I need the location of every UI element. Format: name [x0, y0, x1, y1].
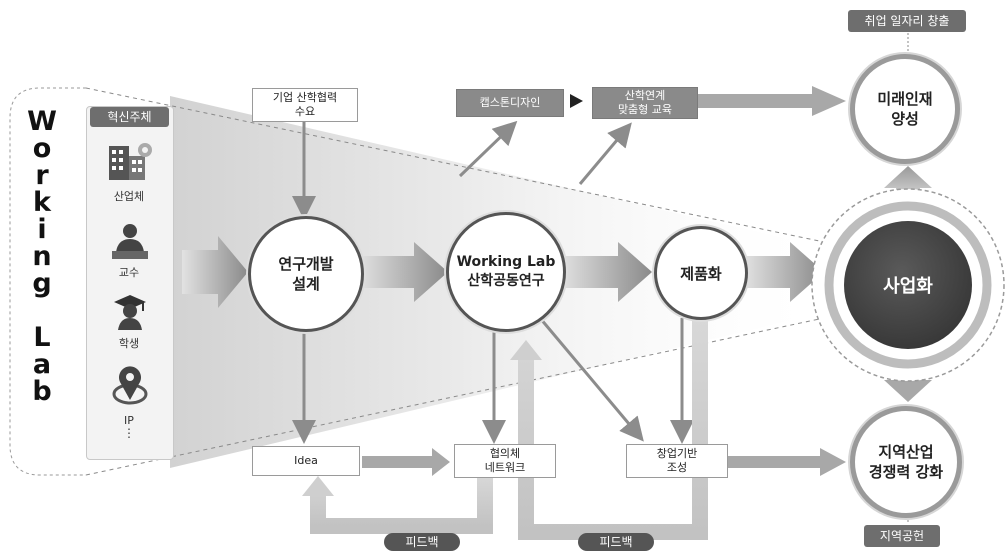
arrow-to-talent — [662, 86, 846, 116]
demand-box: 기업 산학협력 수요 — [252, 88, 358, 122]
commercialization-label-wrap: 사업화 — [844, 245, 972, 325]
cone-edge-top — [85, 87, 825, 243]
regional-circle: 지역산업 경쟁력 강화 — [850, 406, 962, 518]
side-title-letter: g — [32, 268, 52, 299]
graduate-icon — [114, 295, 146, 330]
role-label-industry: 산업체 — [113, 190, 145, 203]
rnd-line2: 설계 — [292, 275, 320, 293]
role-label-ip: IP — [124, 414, 134, 427]
diag-to-capstone — [458, 120, 518, 178]
side-title-letter: b — [32, 376, 52, 407]
productization-circle: 제품화 — [654, 226, 748, 320]
side-title-letter: W — [27, 106, 57, 137]
idea-box: Idea — [252, 446, 360, 476]
building-gear-icon — [109, 143, 152, 180]
rnd-line1: 연구개발 — [278, 255, 334, 273]
education-line1: 산학연계 — [624, 89, 666, 102]
education-line2: 맞춤형 교육 — [617, 103, 673, 116]
demand-line1: 기업 산학협력 — [272, 91, 338, 104]
education-box: 산학연계 맞춤형 교육 — [592, 87, 698, 119]
arrow-product-to-commercial — [744, 242, 824, 302]
frame-outline — [9, 87, 86, 476]
talent-line1: 미래인재 — [877, 90, 933, 108]
arrow-startup-to-regional — [690, 448, 846, 476]
side-title-letter: a — [32, 349, 52, 380]
side-title-letter: L — [33, 322, 51, 353]
innovation-header: 혁신주체 — [90, 107, 169, 127]
regional-line2: 경쟁력 강화 — [868, 463, 944, 481]
rnd-design-circle: 연구개발 설계 — [248, 216, 364, 332]
contribution-tag: 지역공헌 — [864, 525, 940, 547]
talent-line2: 양성 — [891, 110, 919, 128]
commercial-label: 사업화 — [883, 276, 933, 297]
triangle-capstone-to-education — [570, 94, 583, 108]
capstone-label: 캡스톤디자인 — [479, 96, 541, 109]
feedback-tag-right: 피드백 — [578, 533, 654, 551]
more-indicator: ⋮ — [123, 426, 135, 440]
arrow-lab-to-product — [560, 242, 652, 302]
regional-line1: 지역산업 — [878, 443, 934, 461]
arrow-idea-to-network — [362, 448, 450, 476]
entry-arrow — [182, 236, 248, 308]
network-line1: 협의체 — [489, 447, 521, 460]
startup-line1: 창업기반 — [656, 447, 698, 460]
professor-icon — [112, 224, 148, 259]
cone-edge-bottom — [85, 317, 825, 476]
side-title-letter: r — [35, 160, 49, 191]
lab-to-startup — [538, 317, 644, 442]
demand-line2: 수요 — [294, 105, 316, 118]
side-title-letter: i — [37, 214, 47, 245]
arrow-rnd-to-lab — [358, 242, 448, 302]
lab-line2: 산학공동연구 — [467, 273, 545, 289]
feedback-arrowhead-right — [510, 340, 542, 360]
startup-line2: 조성 — [666, 461, 688, 474]
network-line2: 네트워크 — [484, 461, 526, 474]
idea-label: Idea — [294, 454, 318, 467]
network-box: 협의체 네트워크 — [454, 444, 556, 478]
capstone-box: 캡스톤디자인 — [456, 89, 564, 117]
diag-to-education — [578, 122, 632, 185]
commercial-core — [844, 221, 972, 349]
feedback-arrowhead-left — [302, 476, 334, 496]
location-pin-icon — [112, 366, 148, 405]
talent-circle: 미래인재 양성 — [850, 54, 960, 164]
feedback-loop-left — [310, 476, 493, 534]
feedback-tag-left: 피드백 — [384, 533, 460, 551]
side-title-letter: k — [33, 187, 51, 218]
side-title-letter: n — [32, 241, 52, 272]
lab-line1: Working Lab — [456, 254, 556, 270]
side-title: W o r k i n g L a b — [27, 108, 57, 405]
role-label-student: 학생 — [118, 337, 140, 350]
side-title-letter: o — [32, 133, 52, 164]
role-label-professor: 교수 — [118, 266, 140, 279]
product-label: 제품화 — [680, 264, 722, 283]
working-lab-circle: Working Lab 산학공동연구 — [446, 212, 566, 332]
jobs-tag: 취업 일자리 창출 — [848, 10, 966, 32]
startup-box: 창업기반 조성 — [626, 444, 728, 478]
